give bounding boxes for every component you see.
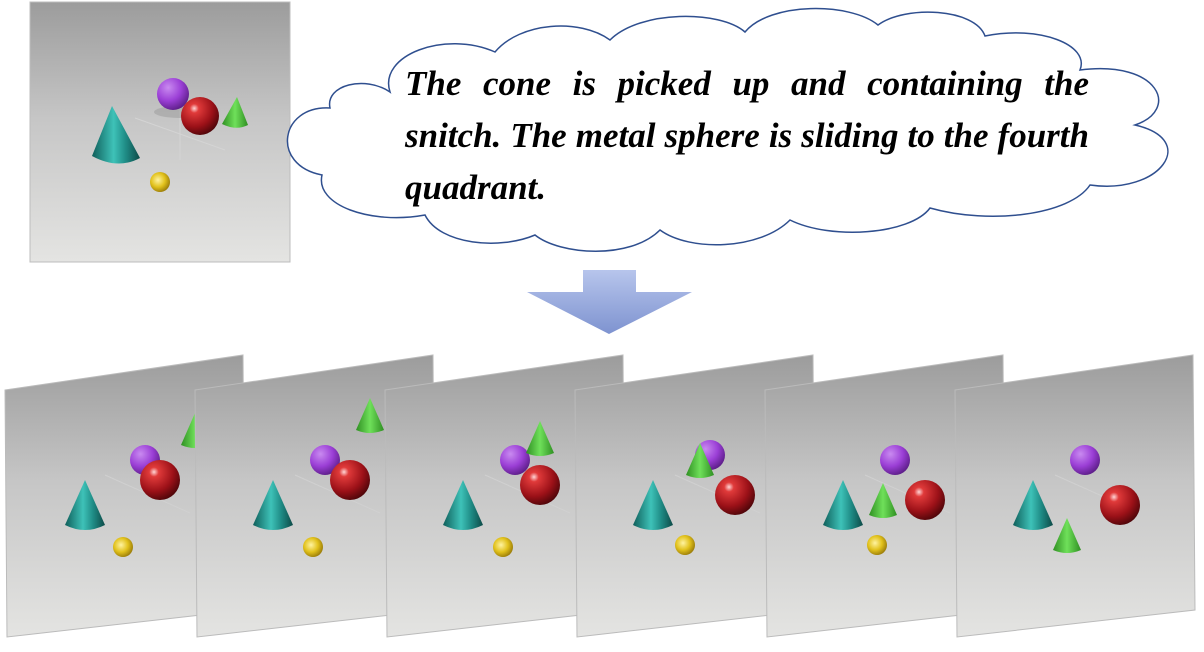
frame-3 — [384, 354, 626, 638]
gold-snitch — [867, 535, 887, 555]
purple-sphere — [500, 445, 530, 475]
down-arrow — [527, 270, 692, 334]
thought-cloud — [286, 7, 1169, 252]
green-cone — [869, 483, 897, 518]
green-cone — [1053, 518, 1081, 553]
red-metal-sphere — [1100, 485, 1140, 525]
frame-1 — [4, 354, 246, 638]
gold-snitch — [675, 535, 695, 555]
teal-cone — [253, 480, 293, 530]
frame-2 — [194, 354, 436, 638]
frame-background — [954, 354, 1196, 638]
red-metal-sphere — [715, 475, 755, 515]
teal-cone — [65, 480, 105, 530]
teal-cone — [1013, 480, 1053, 530]
frame-5 — [764, 354, 1006, 638]
gold-snitch — [113, 537, 133, 557]
purple-sphere — [1070, 445, 1100, 475]
gold-snitch — [150, 172, 170, 192]
green-cone — [222, 97, 248, 128]
red-metal-sphere — [330, 460, 370, 500]
teal-cone — [92, 106, 140, 164]
teal-cone — [823, 480, 863, 530]
frame-4 — [574, 354, 816, 638]
input-scene-image — [29, 1, 291, 263]
green-cone — [356, 398, 384, 433]
teal-cone — [633, 480, 673, 530]
purple-sphere — [880, 445, 910, 475]
teal-cone — [443, 480, 483, 530]
gold-snitch — [303, 537, 323, 557]
purple-sphere — [157, 78, 189, 110]
frame-6 — [954, 354, 1196, 638]
red-metal-sphere — [140, 460, 180, 500]
green-cone — [526, 421, 554, 456]
red-metal-sphere — [905, 480, 945, 520]
gold-snitch — [493, 537, 513, 557]
purple-sphere — [310, 445, 340, 475]
red-metal-sphere — [520, 465, 560, 505]
red-metal-sphere — [181, 97, 219, 135]
green-cone — [686, 443, 714, 478]
output-frames — [4, 354, 1196, 638]
scene-description: The cone is picked up and containing the… — [405, 64, 1089, 207]
